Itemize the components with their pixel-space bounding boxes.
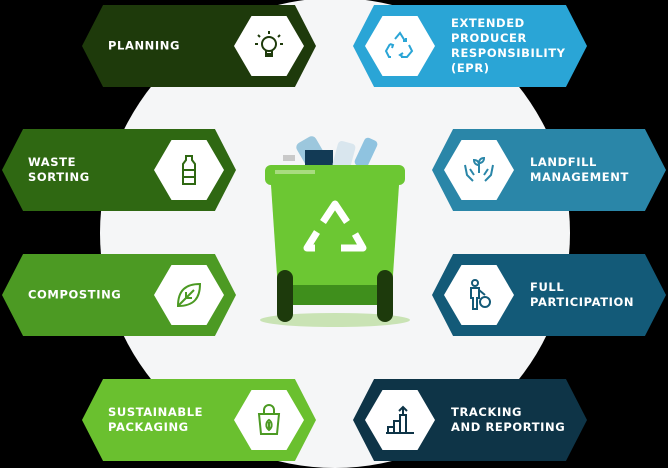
item-label: PLANNING xyxy=(108,38,181,53)
growth-chart-icon xyxy=(365,390,435,450)
hands-plant-icon xyxy=(444,140,514,200)
bottles xyxy=(283,136,378,171)
recycle-icon xyxy=(365,16,435,76)
lightbulb-icon xyxy=(234,16,304,76)
eco-bag-icon xyxy=(234,390,304,450)
item-label: WASTE SORTING xyxy=(28,155,90,184)
leaf-icon xyxy=(154,265,224,325)
item-sustainable-packaging: SUSTAINABLE PACKAGING xyxy=(82,379,316,461)
item-label: TRACKING AND REPORTING xyxy=(451,405,566,434)
recycling-bin-icon xyxy=(260,136,410,327)
item-landfill-management: LANDFILL MANAGEMENT xyxy=(432,129,666,211)
item-label: COMPOSTING xyxy=(28,287,122,302)
item-epr: EXTENDED PRODUCER RESPONSIBILITY (EPR) xyxy=(353,5,587,87)
person-gear-icon xyxy=(444,265,514,325)
item-tracking-reporting: TRACKING AND REPORTING xyxy=(353,379,587,461)
item-label: EXTENDED PRODUCER RESPONSIBILITY (EPR) xyxy=(451,16,566,75)
item-waste-sorting: WASTE SORTING xyxy=(2,129,236,211)
item-label: LANDFILL MANAGEMENT xyxy=(530,155,629,184)
bottle-icon xyxy=(154,140,224,200)
item-composting: COMPOSTING xyxy=(2,254,236,336)
item-full-participation: FULL PARTICIPATION xyxy=(432,254,666,336)
item-label: SUSTAINABLE PACKAGING xyxy=(108,405,204,434)
item-planning: PLANNING xyxy=(82,5,316,87)
item-label: FULL PARTICIPATION xyxy=(530,280,635,309)
